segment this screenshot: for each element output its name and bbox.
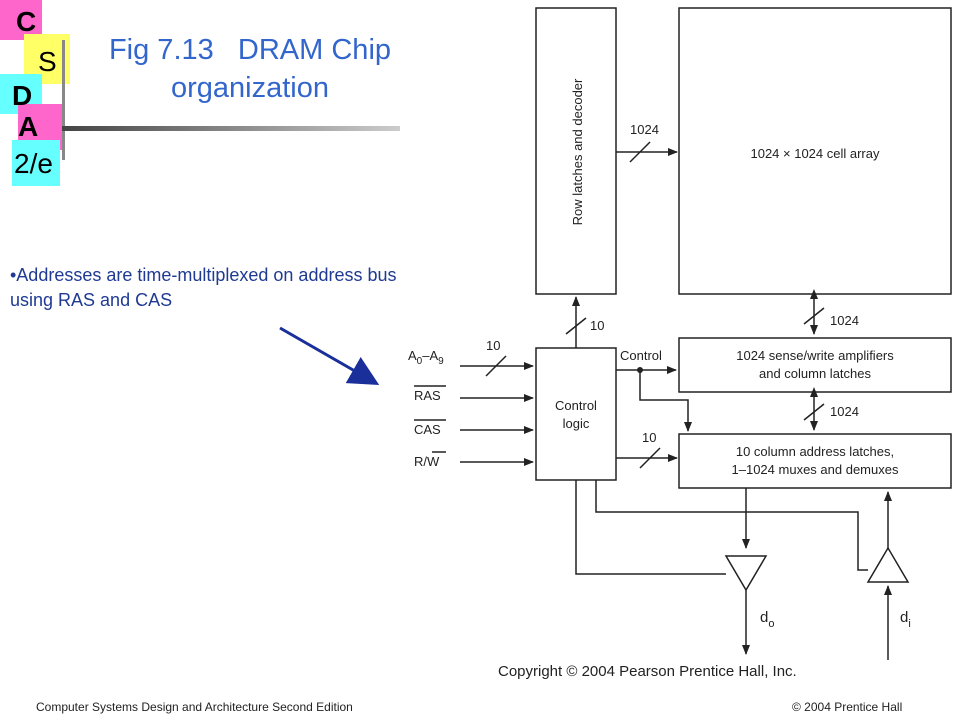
address-label: A0–A9	[408, 348, 444, 367]
control-line-column	[639, 370, 692, 432]
bus-slash-control-row	[565, 317, 587, 335]
copyright-text: Copyright © 2004 Pearson Prentice Hall, …	[498, 663, 797, 680]
control-logic-label-1: Control	[555, 398, 597, 413]
bus-label-10-addr: 10	[486, 338, 500, 353]
column-label-2: 1–1024 muxes and demuxes	[732, 462, 899, 477]
annotation-arrow	[279, 326, 380, 385]
cell-array-label: 1024 × 1024 cell array	[750, 146, 880, 161]
slide-title-line-2: organization	[171, 72, 329, 104]
title-rule	[62, 126, 400, 131]
bus-label-1024-row: 1024	[630, 122, 659, 137]
sense-amplifier-block	[678, 337, 952, 393]
sense-label-2: and column latches	[759, 366, 872, 381]
row-latches-block	[535, 7, 617, 295]
dram-diagram: Row latches and decoder 1024 × 1024 cell…	[408, 7, 952, 680]
bus-slash-row-array	[629, 141, 651, 163]
footer-right: © 2004 Prentice Hall	[792, 700, 903, 714]
column-label-1: 10 column address latches,	[736, 444, 894, 459]
bullet-text: •Addresses are time-multiplexed on addre…	[10, 265, 397, 310]
logo-letter-c: C	[16, 6, 37, 37]
control-logic-label-2: logic	[563, 416, 590, 431]
bus-label-10-column: 10	[642, 430, 656, 445]
output-buffer-triangle	[724, 555, 768, 592]
column-latch-block	[678, 433, 952, 489]
logo-divider-vertical	[62, 40, 65, 160]
logo-square-pink	[0, 0, 42, 40]
din-label: di	[900, 609, 911, 630]
bus-label-1024-sense: 1024	[830, 313, 859, 328]
sense-label-1: 1024 sense/write amplifiers	[736, 348, 894, 363]
cas-label: CAS	[414, 422, 441, 437]
bus-label-10-row: 10	[590, 318, 604, 333]
input-buffer-triangle	[866, 546, 910, 583]
bus-slash-array-sense	[803, 307, 825, 325]
dout-label: do	[760, 609, 774, 630]
control-to-out-enable	[575, 480, 726, 575]
ras-label: RAS	[414, 388, 441, 403]
bus-slash-control-column	[639, 447, 661, 469]
rw-label: R/W	[414, 454, 440, 469]
bus-slash-sense-column	[803, 403, 825, 421]
control-to-in-enable	[595, 480, 868, 571]
cell-array-block	[678, 7, 952, 295]
logo-letter-d: D	[12, 80, 33, 111]
control-junction-dot	[637, 367, 643, 373]
logo-letter-s: S	[38, 46, 57, 77]
logo-square-cyan-2	[12, 140, 60, 186]
bus-slash-addr	[485, 355, 507, 377]
logo-edition: 2/e	[14, 148, 53, 179]
control-logic-block	[535, 347, 617, 481]
bus-label-1024-column: 1024	[830, 404, 859, 419]
logo-letter-a: A	[18, 111, 39, 142]
footer-left: Computer Systems Design and Architecture…	[36, 700, 353, 714]
slide-title-line-1: Fig 7.13 DRAM Chip	[108, 34, 392, 66]
control-signal-label: Control	[620, 348, 662, 363]
row-latches-label: Row latches and decoder	[570, 78, 585, 225]
